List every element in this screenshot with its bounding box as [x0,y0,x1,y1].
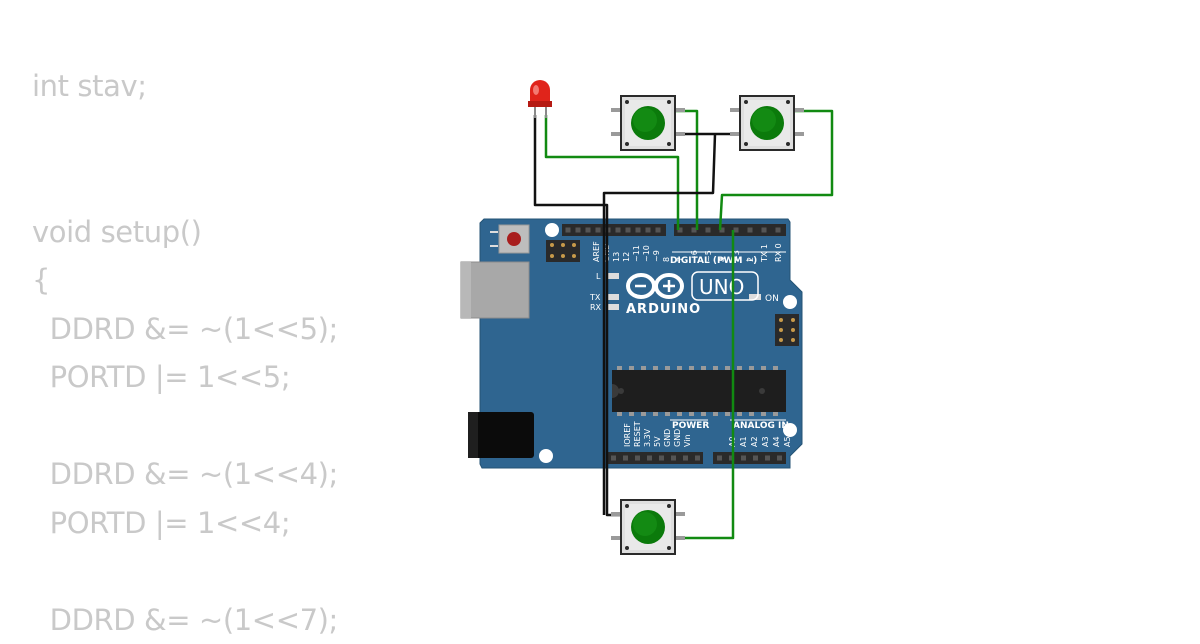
digital-pin-label: ~11 [632,245,641,262]
push-button-2[interactable] [730,96,804,150]
power-pin-label: 5V [653,436,662,447]
digital-pin-label: ~9 [652,250,661,262]
rx-led-label: RX [590,303,602,312]
digital-pin-label: ~10 [642,245,651,262]
digital-pin-label: 13 [612,252,621,262]
analog-pin-label: A4 [772,436,781,447]
analog-label: ANALOG IN [733,421,789,431]
power-pin-label: GND [673,429,682,447]
mounting-hole [539,449,553,463]
power-header [607,452,703,464]
on-led-label: ON [765,294,779,304]
analog-pin-label: A1 [739,436,748,447]
mounting-hole [545,223,559,237]
mounting-hole [783,295,797,309]
brand-label: ARDUINO [626,302,701,317]
power-pin-label: IOREF [623,423,632,447]
power-pin-label: Vin [683,434,692,447]
digital-pin-label: RX 0 [774,243,783,262]
analog-header [713,452,786,464]
icsp-header-right [775,314,799,346]
l-led-label: L [596,272,601,281]
push-button-1[interactable] [611,96,685,150]
rx-led [607,304,619,310]
l-led [607,273,619,279]
red-led[interactable] [528,80,552,118]
analog-pin-label: A5 [783,436,792,447]
analog-pin-label: A3 [761,436,770,447]
digital-pin-label: TX 1 [760,244,769,263]
power-pin-label: RESET [633,421,642,447]
power-pin-label: 3.3V [643,428,652,447]
push-button-3[interactable] [611,500,685,554]
digital-header-right [674,224,786,236]
model-label: UNO [699,275,744,299]
digital-pin-label: 12 [622,252,631,262]
tx-led [607,294,619,300]
digital-label: DIGITAL (PWM ~) [670,256,757,266]
power-pin-label: GND [663,429,672,447]
analog-pin-label: A2 [750,436,759,447]
reset-button-cap [507,232,521,246]
digital-pin-label: AREF [592,241,601,262]
usb-connector [461,262,529,318]
tx-led-label: TX [589,293,601,302]
